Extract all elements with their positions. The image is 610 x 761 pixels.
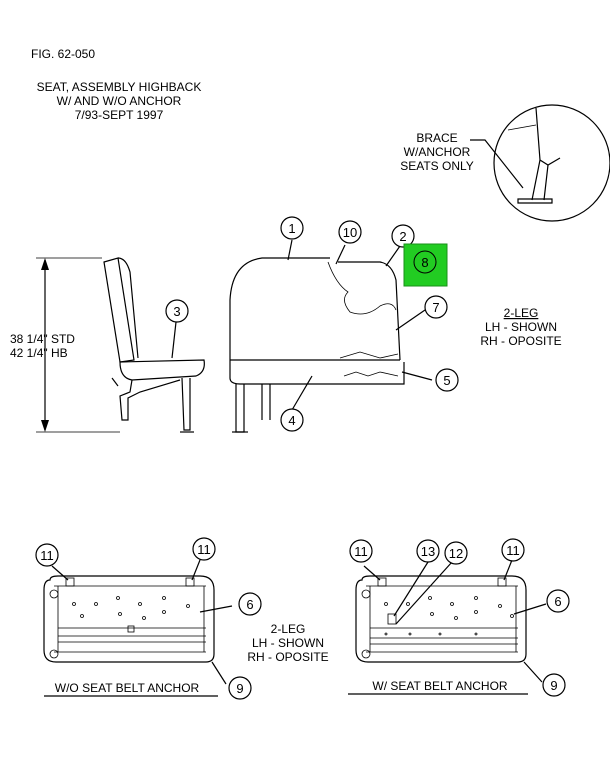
callout-6-right: 6 bbox=[546, 589, 570, 613]
brace-note-1: BRACE bbox=[416, 131, 457, 145]
leader-11d bbox=[503, 559, 513, 581]
callout-9-right: 9 bbox=[542, 673, 566, 697]
svg-text:9: 9 bbox=[236, 681, 243, 696]
brace-note-2: W/ANCHOR bbox=[404, 145, 471, 159]
caption-left: W/O SEAT BELT ANCHOR bbox=[55, 681, 200, 695]
callout-2: 2 bbox=[391, 224, 415, 248]
leader-6b bbox=[513, 603, 547, 615]
title-line-3: 7/93-SEPT 1997 bbox=[75, 108, 164, 122]
leader-2 bbox=[385, 245, 401, 267]
leader-11a bbox=[51, 565, 69, 581]
callout-12: 12 bbox=[444, 541, 468, 565]
svg-text:6: 6 bbox=[554, 594, 561, 609]
leader-5 bbox=[401, 371, 433, 381]
seat-bottom-view-no-anchor bbox=[43, 575, 215, 663]
leader-4 bbox=[291, 375, 313, 411]
callout-8-highlighted[interactable]: 8 bbox=[403, 243, 448, 287]
brace-detail-view bbox=[493, 104, 610, 222]
leader-11c bbox=[363, 565, 381, 581]
leader-9b bbox=[523, 661, 543, 683]
leg-note-lower-3: RH - OPOSITE bbox=[247, 650, 328, 664]
callout-5: 5 bbox=[435, 368, 459, 392]
leader-9a bbox=[211, 661, 227, 685]
callout-1: 1 bbox=[280, 216, 304, 240]
svg-text:12: 12 bbox=[449, 546, 463, 561]
title-line-1: SEAT, ASSEMBLY HIGHBACK bbox=[37, 80, 202, 94]
leader-12 bbox=[395, 561, 453, 625]
svg-text:13: 13 bbox=[421, 544, 435, 559]
title-line-2: W/ AND W/O ANCHOR bbox=[57, 94, 182, 108]
leader-3 bbox=[171, 321, 177, 359]
leader-11b bbox=[191, 559, 201, 581]
dimension-hb: 42 1/4" HB bbox=[10, 346, 68, 360]
callout-11-left-a: 11 bbox=[35, 543, 59, 567]
callout-9-left: 9 bbox=[228, 676, 252, 700]
callout-7: 7 bbox=[424, 295, 448, 319]
callout-11-left-b: 11 bbox=[192, 537, 216, 561]
callout-13: 13 bbox=[416, 539, 440, 563]
svg-text:5: 5 bbox=[443, 373, 450, 388]
leader-7 bbox=[395, 309, 426, 331]
leader-6a bbox=[199, 605, 233, 613]
caption-right: W/ SEAT BELT ANCHOR bbox=[372, 679, 507, 693]
svg-text:11: 11 bbox=[354, 544, 368, 559]
leader-1 bbox=[287, 239, 293, 261]
brace-note-3: SEATS ONLY bbox=[400, 159, 474, 173]
svg-text:11: 11 bbox=[197, 542, 211, 557]
svg-text:11: 11 bbox=[506, 543, 520, 558]
seat-front-view bbox=[229, 257, 405, 433]
svg-text:4: 4 bbox=[288, 413, 295, 428]
leg-note-upper-1: 2-LEG bbox=[504, 306, 539, 320]
svg-text:8: 8 bbox=[421, 255, 428, 270]
svg-text:9: 9 bbox=[550, 678, 557, 693]
seat-bottom-view-with-anchor bbox=[355, 575, 527, 663]
height-dimension bbox=[36, 257, 120, 433]
brace-leader-line bbox=[470, 139, 524, 189]
svg-text:11: 11 bbox=[40, 548, 54, 563]
leg-note-upper-3: RH - OPOSITE bbox=[480, 334, 561, 348]
dimension-std: 38 1/4" STD bbox=[10, 332, 75, 346]
callout-3: 3 bbox=[165, 299, 189, 323]
svg-text:1: 1 bbox=[288, 221, 295, 236]
callout-11-right-a: 11 bbox=[349, 539, 373, 563]
leg-note-upper-2: LH - SHOWN bbox=[485, 320, 557, 334]
svg-text:6: 6 bbox=[246, 597, 253, 612]
leader-13 bbox=[393, 561, 429, 617]
callout-6-left: 6 bbox=[238, 592, 262, 616]
svg-text:7: 7 bbox=[432, 300, 439, 315]
callout-4: 4 bbox=[280, 408, 304, 432]
figure-label: FIG. 62-050 bbox=[31, 47, 95, 61]
svg-text:10: 10 bbox=[343, 225, 357, 240]
leg-note-lower-1: 2-LEG bbox=[271, 622, 306, 636]
leg-note-lower-2: LH - SHOWN bbox=[252, 636, 324, 650]
callout-11-right-b: 11 bbox=[501, 538, 525, 562]
leader-10 bbox=[335, 244, 346, 265]
svg-text:3: 3 bbox=[173, 304, 180, 319]
callout-10: 10 bbox=[338, 220, 362, 244]
seat-side-view bbox=[103, 257, 205, 433]
svg-text:2: 2 bbox=[399, 229, 406, 244]
